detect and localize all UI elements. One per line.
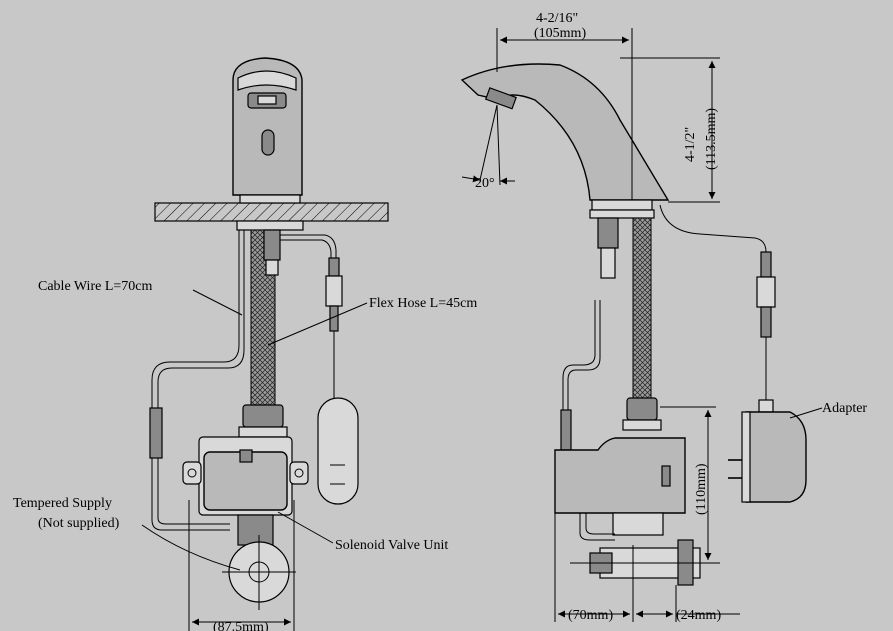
width-inch-label: 4-2/16" (536, 11, 578, 26)
height-inch-label: 4-1/2" (683, 127, 698, 162)
adapter-side (728, 399, 807, 503)
cable-wire-label: Cable Wire L=70cm (38, 279, 152, 294)
dimension-lines (188, 28, 740, 631)
depth-2-label: (24mm) (676, 608, 721, 623)
countertop (154, 202, 389, 222)
side-view (460, 63, 807, 586)
battery-box-front (317, 397, 359, 505)
not-supplied-label: (Not supplied) (38, 516, 120, 531)
front-view (149, 57, 389, 610)
valve-height-label: (110mm) (694, 463, 709, 515)
solenoid-valve-front (182, 436, 309, 516)
height-mm-label: (113.5mm) (704, 108, 719, 170)
width-mm-label: (105mm) (534, 26, 586, 41)
flex-hose-label: Flex Hose L=45cm (369, 296, 477, 311)
faucet-spout-side (460, 63, 670, 201)
flex-hose-side (632, 217, 652, 399)
faucet-body-front (232, 57, 303, 204)
solenoid-valve-label: Solenoid Valve Unit (335, 538, 448, 553)
adapter-label: Adapter (822, 401, 867, 416)
angle-label: 20° (475, 176, 495, 191)
tempered-supply-label: Tempered Supply (13, 496, 112, 511)
leader-lines (141, 289, 823, 571)
depth-1-label: (70mm) (568, 608, 613, 623)
solenoid-valve-side (554, 437, 686, 541)
base-width-label: (87.5mm) (213, 620, 269, 631)
